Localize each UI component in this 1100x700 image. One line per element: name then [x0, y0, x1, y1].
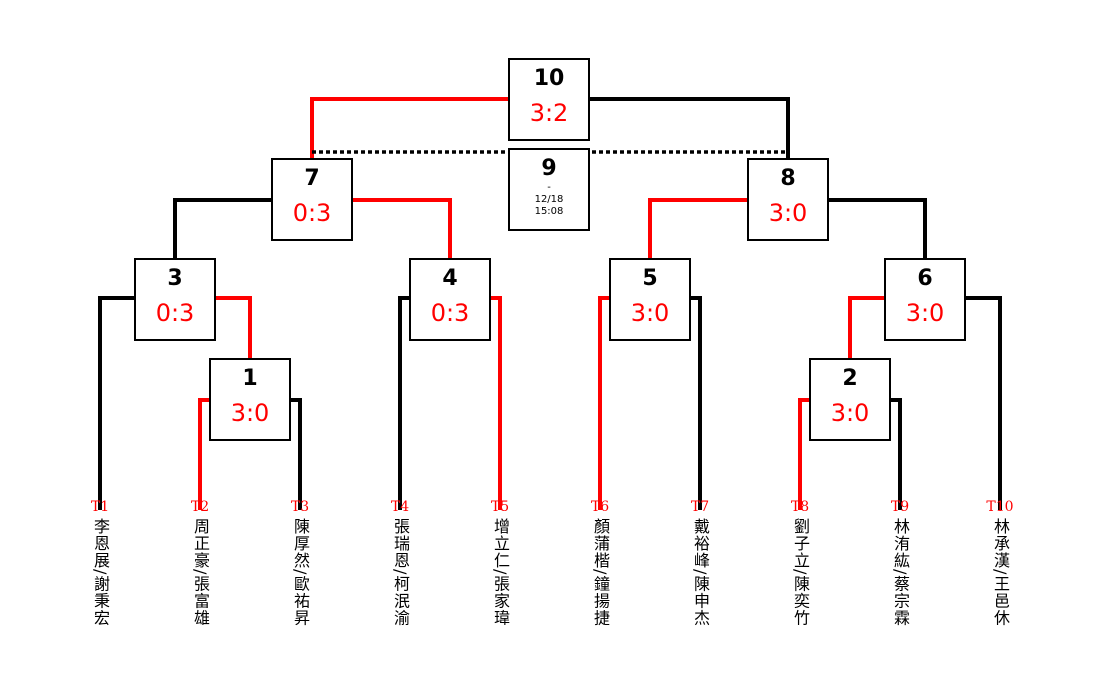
team-t7: T7 戴裕峰/陳申杰: [685, 498, 715, 630]
team-t1-names: 李恩展/謝秉宏: [91, 518, 110, 627]
match-5-score: 3:0: [630, 299, 670, 327]
match-10-score: 3:2: [529, 99, 569, 127]
line-t4: [398, 296, 410, 510]
line-t3: [290, 398, 302, 510]
match-3-score: 0:3: [155, 299, 195, 327]
match-7-number: 7: [304, 166, 320, 191]
team-t6: T6 顏蒲楷/鐘揚捷: [585, 498, 615, 630]
line-t6: [598, 296, 610, 510]
match-2: 2 3:0: [809, 358, 891, 441]
match-9-time: 15:08: [534, 206, 564, 217]
team-t2-names: 周正豪/張富雄: [191, 518, 210, 627]
line-m6-m8: [828, 198, 927, 258]
team-t9-id: T9: [890, 499, 910, 515]
team-t5-names: 增立仁/張家瑋: [491, 518, 510, 627]
match-6-score: 3:0: [905, 299, 945, 327]
match-10-number: 10: [533, 66, 565, 91]
match-9-date: 12/18: [534, 194, 564, 205]
match-1-number: 1: [242, 366, 258, 391]
match-10: 10 3:2: [508, 58, 590, 141]
match-1: 1 3:0: [209, 358, 291, 441]
line-t5: [490, 296, 502, 510]
team-t6-id: T6: [590, 499, 610, 515]
match-3: 3 0:3: [134, 258, 216, 341]
line-t8: [798, 398, 810, 510]
match-6: 6 3:0: [884, 258, 966, 341]
team-t5-id: T5: [490, 499, 510, 515]
match-8-number: 8: [780, 166, 796, 191]
match-3-number: 3: [167, 266, 183, 291]
line-t7: [690, 296, 702, 510]
match-9: 9 - 12/18 15:08: [508, 148, 590, 231]
team-t2: T2 周正豪/張富雄: [185, 498, 215, 630]
team-t4: T4 張瑞恩/柯泯渝: [385, 498, 415, 630]
team-t8: T8 劉子立/陳奕竹: [785, 498, 815, 630]
match-4: 4 0:3: [409, 258, 491, 341]
team-t4-names: 張瑞恩/柯泯渝: [391, 518, 410, 627]
match-9-dot: -: [547, 182, 551, 193]
match-2-score: 3:0: [830, 399, 870, 427]
match-9-number: 9: [541, 156, 557, 181]
team-t2-id: T2: [190, 499, 210, 515]
match-1-score: 3:0: [230, 399, 270, 427]
team-t1: T1 李恩展/謝秉宏: [85, 498, 115, 630]
match-4-score: 0:3: [430, 299, 470, 327]
team-t3-id: T3: [290, 499, 310, 515]
team-t7-names: 戴裕峰/陳申杰: [691, 518, 710, 627]
team-t8-id: T8: [790, 499, 810, 515]
team-t9-names: 林洧紘/蔡宗霖: [891, 518, 910, 627]
team-t9: T9 林洧紘/蔡宗霖: [885, 498, 915, 630]
match-7: 7 0:3: [271, 158, 353, 241]
team-t3-names: 陳厚然/歐祐昇: [291, 518, 310, 627]
team-t3: T3 陳厚然/歐祐昇: [285, 498, 315, 630]
match-5: 5 3:0: [609, 258, 691, 341]
match-8: 8 3:0: [747, 158, 829, 241]
match-8-score: 3:0: [768, 199, 808, 227]
line-t2: [198, 398, 210, 510]
team-t10: T10 林承漢/王邑休: [985, 498, 1015, 630]
line-m1-m3: [216, 296, 252, 358]
team-t7-id: T7: [690, 499, 710, 515]
line-m3-m7: [173, 198, 272, 258]
line-m2-m6: [848, 296, 884, 358]
team-t5: T5 增立仁/張家瑋: [485, 498, 515, 630]
team-t6-names: 顏蒲楷/鐘揚捷: [591, 518, 610, 627]
team-t1-id: T1: [90, 499, 110, 515]
match-5-number: 5: [642, 266, 658, 291]
team-t8-names: 劉子立/陳奕竹: [791, 518, 810, 627]
line-m7-m10: [310, 97, 508, 158]
team-t10-id: T10: [986, 499, 1014, 515]
line-m5-m8: [648, 198, 748, 258]
match-4-number: 4: [442, 266, 458, 291]
line-m4-m7: [352, 198, 452, 258]
line-t10: [966, 296, 1002, 510]
line-t1: [98, 296, 134, 510]
team-t4-id: T4: [390, 499, 410, 515]
line-t9: [890, 398, 902, 510]
line-m8-m10: [590, 97, 790, 158]
match-2-number: 2: [842, 366, 858, 391]
match-6-number: 6: [917, 266, 933, 291]
match-7-score: 0:3: [292, 199, 332, 227]
team-t10-names: 林承漢/王邑休: [991, 518, 1010, 627]
